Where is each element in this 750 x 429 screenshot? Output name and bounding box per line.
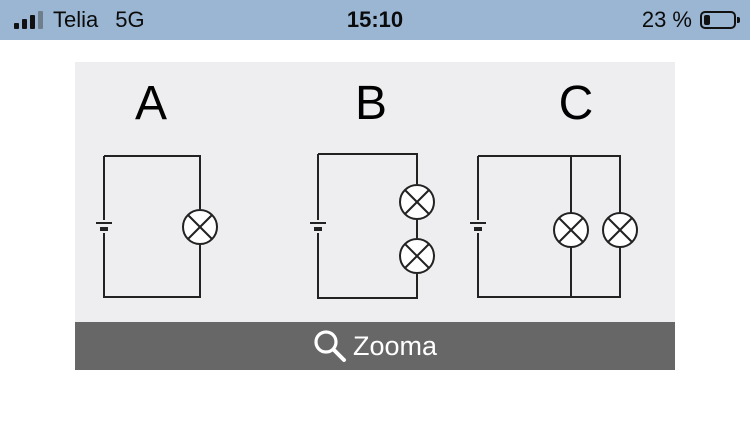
battery-symbol — [96, 222, 112, 231]
wire — [478, 155, 621, 213]
wire — [318, 153, 418, 184]
lamp-symbol — [553, 212, 589, 248]
wire — [317, 233, 418, 299]
network-type: 5G — [115, 7, 145, 32]
battery-fill — [704, 15, 710, 25]
battery-symbol — [470, 222, 486, 231]
lamp-symbol — [602, 212, 638, 248]
circuit-a — [96, 155, 218, 298]
status-bar-left: Telia 5G — [14, 0, 145, 40]
battery-tip — [737, 17, 740, 23]
zoom-button[interactable]: Zooma — [75, 322, 675, 370]
circuit-label-a: A — [135, 77, 167, 130]
search-icon — [314, 330, 346, 362]
carrier-name: Telia — [53, 7, 99, 32]
signal-bar — [30, 15, 35, 29]
circuit-diagram: A B C — [75, 62, 675, 322]
signal-bar — [38, 11, 43, 29]
status-bar: Telia 5G 15:10 23 % — [0, 0, 750, 40]
battery-symbol — [310, 222, 326, 231]
lamp-symbol — [399, 184, 435, 220]
wire — [477, 233, 621, 298]
circuit-label-c: C — [559, 77, 594, 130]
circuit-c — [470, 155, 638, 298]
signal-bar — [22, 19, 27, 29]
circuit-image-card[interactable]: A B C — [75, 62, 675, 370]
circuit-diagram-svg: A B C — [96, 77, 638, 299]
signal-bar — [14, 23, 19, 29]
status-bar-right: 23 % — [641, 0, 740, 40]
battery-icon — [700, 11, 740, 29]
battery-percent: 23 % — [641, 7, 692, 32]
zoom-button-label: Zooma — [352, 330, 438, 361]
signal-strength-icon — [14, 11, 43, 29]
lamp-symbol — [182, 209, 218, 245]
wire — [104, 155, 201, 209]
circuit-label-b: B — [355, 77, 387, 130]
wire — [103, 233, 201, 298]
circuit-b — [310, 153, 435, 299]
lamp-symbol — [399, 238, 435, 274]
